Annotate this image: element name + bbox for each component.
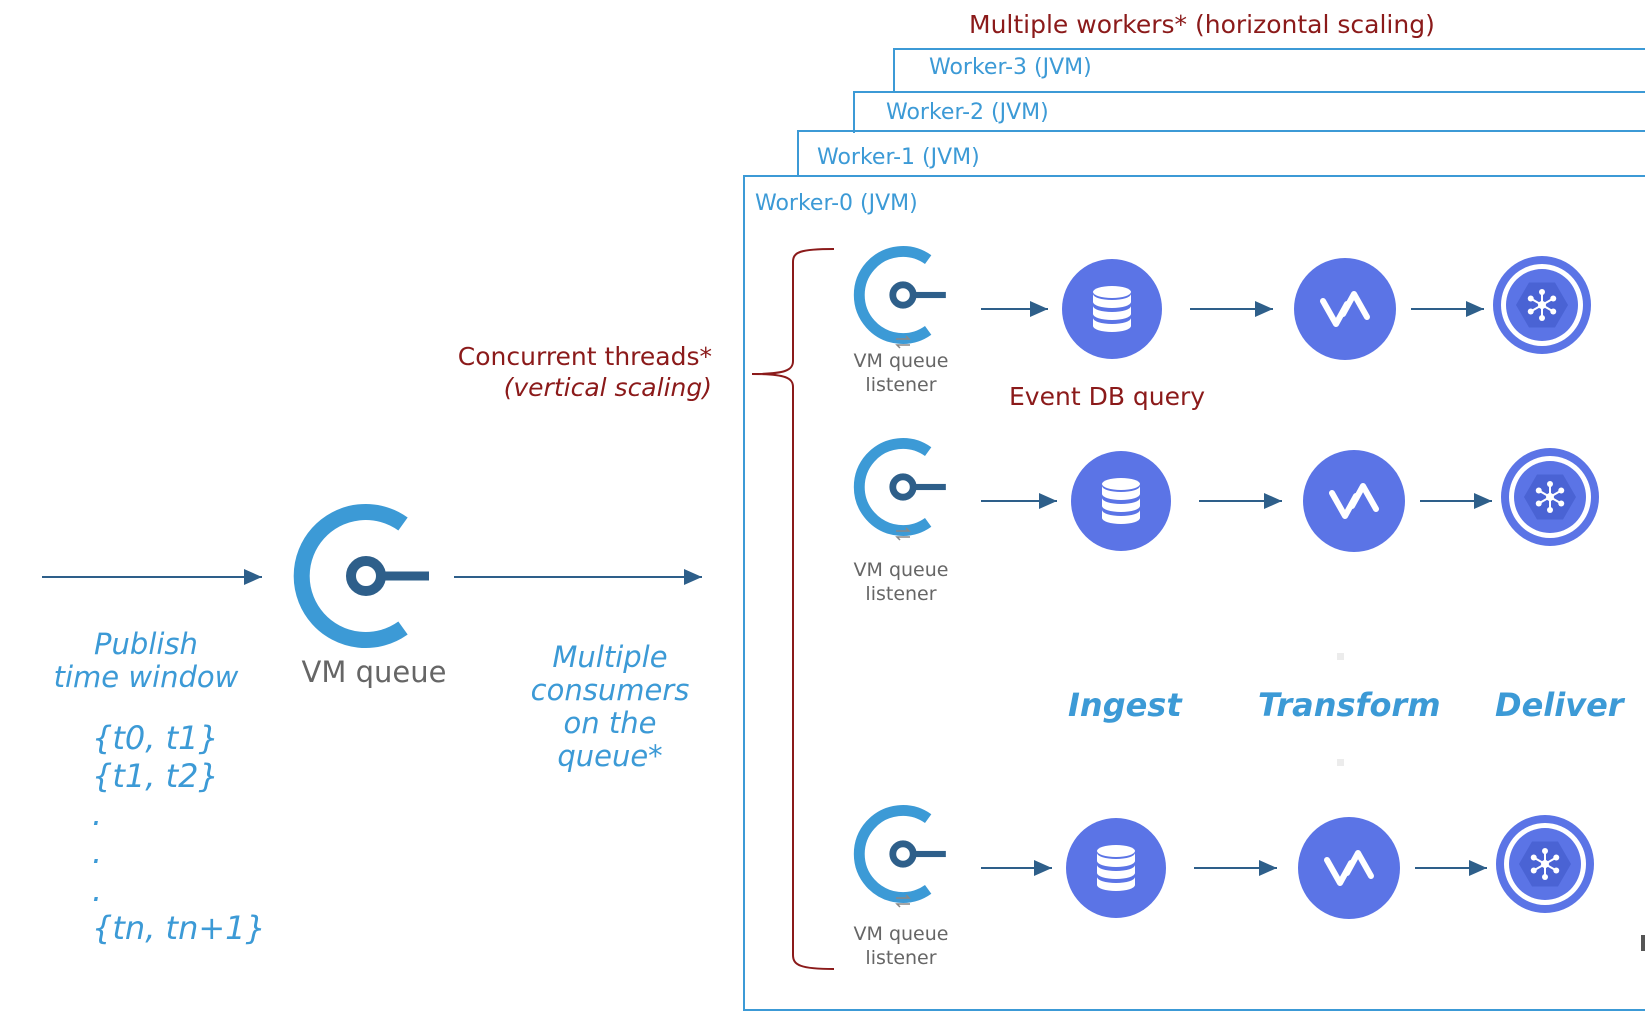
worker-2-frame [853, 91, 1645, 133]
stage-ingest-label: Ingest [1068, 686, 1182, 724]
worker-1-title: Worker-1 (JVM) [817, 145, 980, 170]
threads-brace [751, 248, 835, 970]
listener-label-line1: VM queue [853, 559, 949, 581]
vm-queue-icon [855, 251, 945, 338]
stage-transform-label: Transform [1258, 686, 1441, 724]
worker-3-title: Worker-3 (JVM) [929, 55, 1092, 80]
publish-sublabel: time window [53, 660, 239, 694]
time-window-item: {tn, tn+1} [92, 909, 266, 947]
database-icon [1071, 451, 1171, 551]
vm-queue-icon [296, 512, 429, 640]
database-icon [1066, 818, 1166, 918]
hexagon-network-icon [1493, 256, 1591, 354]
listener-label: VM queue listener [836, 922, 966, 970]
worker-1-frame [797, 130, 1645, 175]
event-db-query-label: Event DB query [1009, 382, 1206, 411]
vm-queue-icon [855, 443, 945, 530]
time-window-item: {t1, t2} [92, 757, 219, 795]
hexagon-network-icon [1501, 448, 1599, 546]
worker-0-frame [743, 175, 1645, 1011]
threads-label: Concurrent threads* [457, 342, 712, 371]
consumers-line: queue* [557, 739, 663, 773]
time-window-item: . [92, 871, 103, 909]
consumers-line: consumers [530, 673, 690, 707]
time-window-list: {t0, t1} {t1, t2} . . . {tn, tn+1} [92, 719, 266, 947]
transform-icon [1298, 817, 1400, 919]
sync-icon [895, 335, 911, 349]
sync-icon [895, 894, 911, 908]
listener-label-line2: listener [865, 583, 937, 605]
time-window-item: . [92, 795, 103, 833]
time-window-item: . [92, 833, 103, 871]
consumers-label: Multiple consumers on the queue* [510, 641, 710, 773]
listener-label-line2: listener [865, 374, 937, 396]
stage-deliver-label: Deliver [1495, 686, 1624, 724]
vm-queue-icon [855, 810, 945, 897]
consumers-line: Multiple [552, 640, 668, 674]
threads-sublabel: (vertical scaling) [503, 373, 712, 402]
listener-label: VM queue listener [836, 349, 966, 397]
transform-icon [1303, 450, 1405, 552]
consumers-line: on the [563, 706, 657, 740]
worker-2-title: Worker-2 (JVM) [886, 100, 1049, 125]
transform-icon [1294, 258, 1396, 360]
worker-0-title: Worker-0 (JVM) [755, 191, 918, 216]
sync-icon [895, 527, 911, 541]
listener-label-line1: VM queue [853, 350, 949, 372]
workers-title: Multiple workers* (horizontal scaling) [969, 10, 1435, 39]
listener-label-line1: VM queue [853, 923, 949, 945]
database-icon [1062, 259, 1162, 359]
time-window-item: {t0, t1} [92, 719, 219, 757]
publish-label: Publish [94, 627, 198, 661]
hexagon-network-icon [1496, 815, 1594, 913]
vm-queue-label: VM queue [301, 655, 447, 689]
listener-label: VM queue listener [836, 558, 966, 606]
worker-3-frame [893, 48, 1645, 91]
listener-label-line2: listener [865, 947, 937, 969]
